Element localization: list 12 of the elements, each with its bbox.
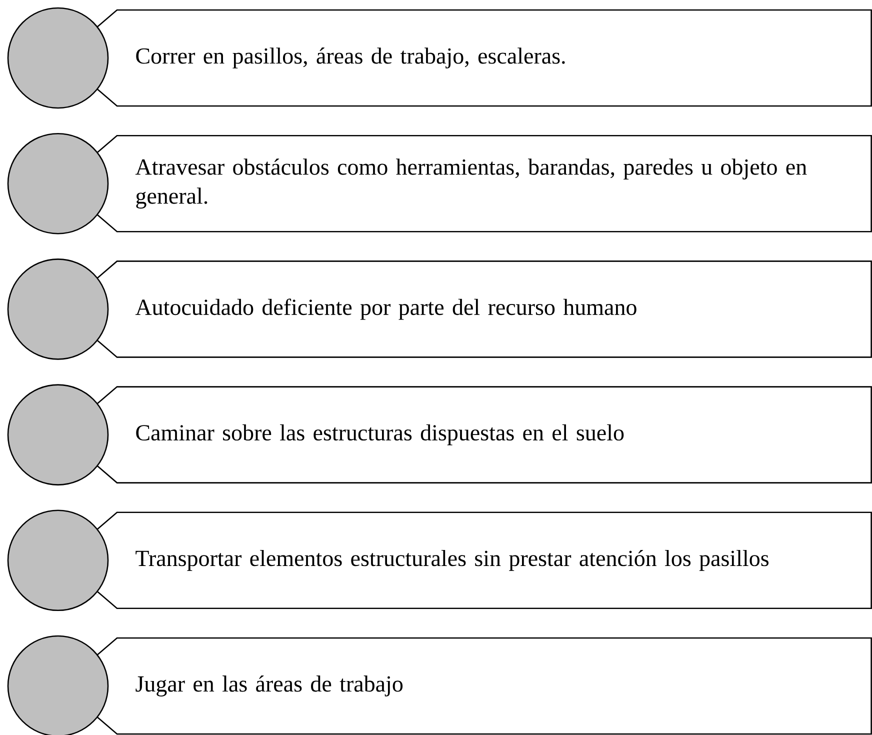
circle-marker	[7, 132, 109, 234]
circle-marker	[7, 258, 109, 360]
circle-marker	[7, 635, 109, 735]
banner-box: Transportar elementos estructurales sin prestar atención los pasillos	[96, 512, 872, 610]
banner-box: Jugar en las áreas de trabajo	[96, 637, 872, 735]
banner-box: Correr en pasillos, áreas de trabajo, escaleras.	[96, 9, 872, 107]
circle-marker	[7, 384, 109, 486]
circle-marker	[7, 7, 109, 109]
banner-box: Autocuidado deficiente por parte del recurso humano	[96, 260, 872, 358]
banner-box: Atravesar obstáculos como herramientas, barandas, paredes u objeto en general.	[96, 134, 872, 232]
circle-marker	[7, 510, 109, 612]
banner-box: Caminar sobre las estructuras dispuestas en el suelo	[96, 386, 872, 484]
